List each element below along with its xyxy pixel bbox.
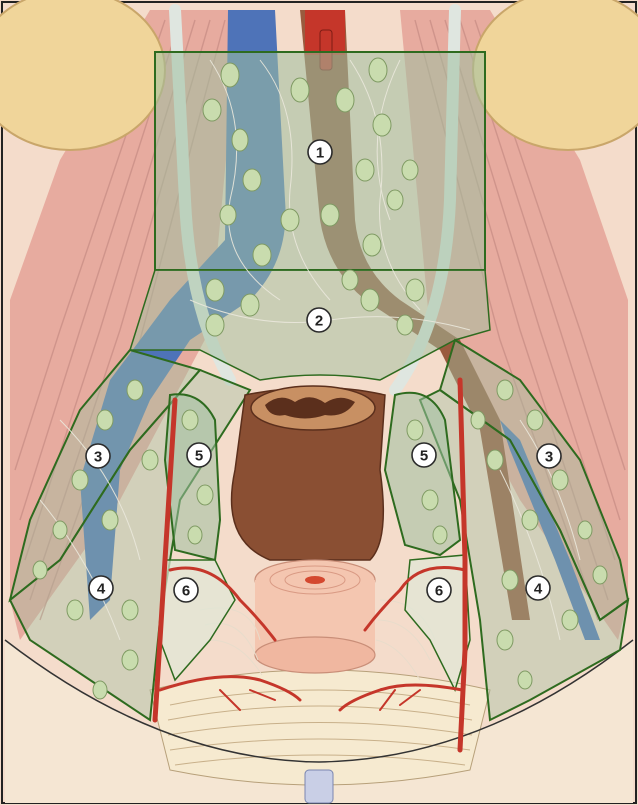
zone-5-right-label: 5 [412,443,436,467]
zone-4-right-label: 4 [526,576,550,600]
zone-6-left-number: 6 [182,583,190,600]
zone-6-right-label: 6 [427,578,451,602]
zone-3-right-number: 3 [545,449,553,466]
zone-2-label: 2 [307,308,331,332]
coccyx-tip [305,770,333,803]
zone-5-left-number: 5 [195,448,203,465]
zone-3-left-number: 3 [94,449,102,466]
zone-4-right-number: 4 [534,581,543,598]
zone-5-left-label: 5 [187,443,211,467]
zone-3-left-label: 3 [86,444,110,468]
zone-6-left-label: 6 [174,578,198,602]
zone-5-right-number: 5 [420,448,428,465]
zone-4-left-label: 4 [89,576,113,600]
anal-sphincter [255,560,375,673]
zone-4-left-number: 4 [97,581,106,598]
zone-6-right-number: 6 [435,583,443,600]
zone-1-number: 1 [316,145,324,162]
zone-1-label: 1 [308,140,332,164]
zone-2-number: 2 [315,313,323,330]
zone-3-right-label: 3 [537,444,561,468]
